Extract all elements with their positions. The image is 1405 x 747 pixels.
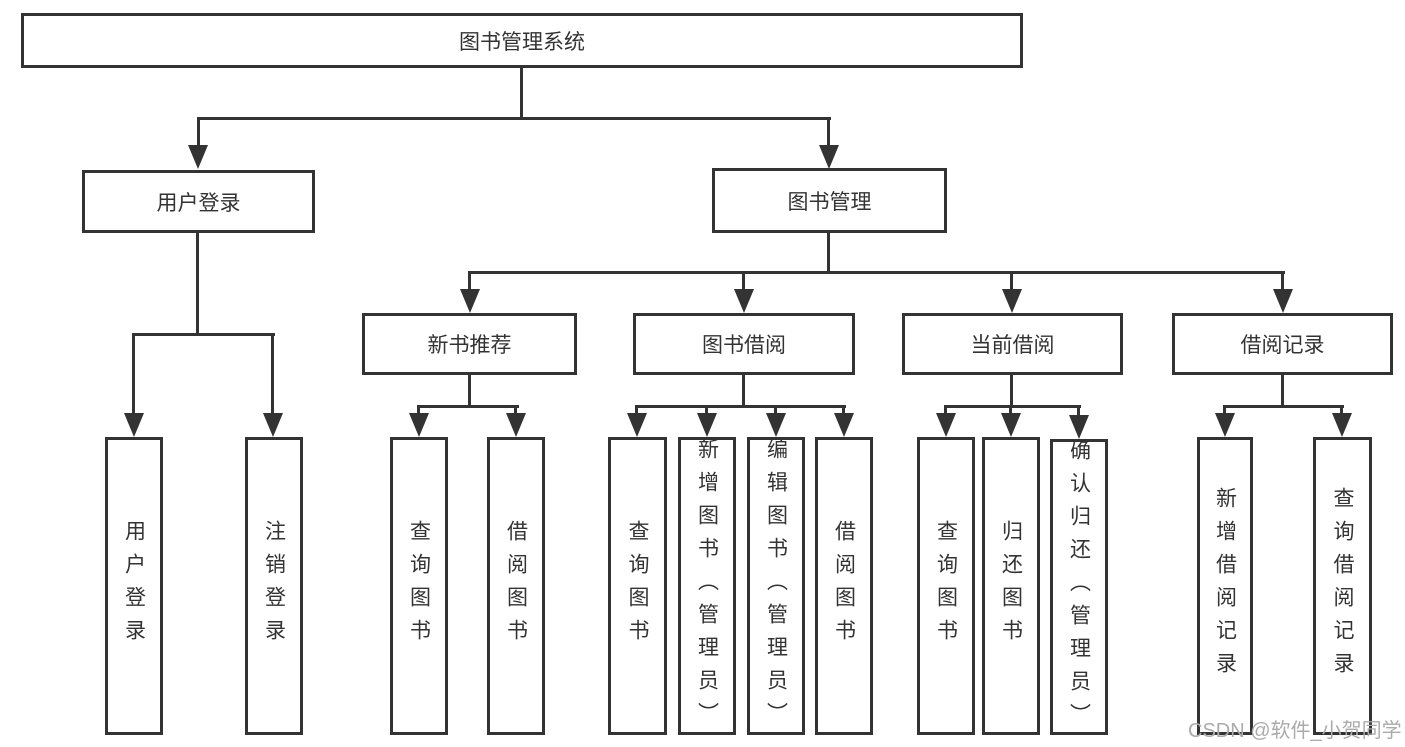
node-book-management: 图书管理	[712, 168, 947, 233]
leaf-query-books-2: 查询图书	[608, 437, 667, 735]
leaf-logout: 注销登录	[245, 437, 303, 735]
leaf-user-login: 用户登录	[105, 437, 163, 735]
connector	[1009, 405, 1012, 418]
node-label: 用户登录	[156, 191, 241, 215]
node-label: 确认归还（管理员）	[1067, 438, 1091, 736]
node-label: 编辑图书（管理员）	[764, 437, 788, 735]
connector	[635, 405, 638, 418]
leaf-query-books-1: 查询图书	[390, 437, 448, 735]
arrowhead-down-icon	[819, 145, 839, 169]
connector	[1223, 405, 1344, 408]
node-borrow-records: 借阅记录	[1172, 313, 1393, 375]
connector	[520, 68, 523, 118]
leaf-add-borrow-record: 新增借阅记录	[1197, 437, 1253, 735]
node-label: 注销登录	[262, 520, 286, 652]
node-current-borrow: 当前借阅	[902, 313, 1123, 375]
leaf-query-borrow-record: 查询借阅记录	[1313, 437, 1372, 735]
connector	[132, 333, 135, 415]
node-label: 查询借阅记录	[1331, 487, 1354, 685]
leaf-query-books-3: 查询图书	[917, 437, 975, 735]
connector	[827, 117, 830, 149]
connector	[635, 405, 846, 408]
node-label: 新增图书（管理员）	[695, 437, 719, 735]
node-label: 新增借阅记录	[1213, 487, 1237, 685]
arrowhead-down-icon	[1002, 289, 1022, 313]
node-label: 当前借阅	[970, 334, 1055, 357]
leaf-add-books-admin: 新增图书（管理员）	[678, 437, 736, 735]
arrowhead-down-icon	[506, 413, 526, 437]
node-user-login: 用户登录	[82, 170, 315, 233]
connector	[197, 117, 831, 120]
connector	[1340, 405, 1343, 418]
connector	[271, 333, 274, 415]
connector	[1281, 375, 1284, 407]
arrowhead-down-icon	[697, 413, 717, 437]
arrowhead-down-icon	[834, 413, 854, 437]
node-label: 归还图书	[999, 520, 1023, 652]
node-label: 新书推荐	[427, 334, 512, 357]
node-label: 用户登录	[122, 520, 146, 652]
node-label: 查询图书	[407, 520, 431, 652]
connector	[1010, 375, 1013, 407]
leaf-edit-books-admin: 编辑图书（管理员）	[747, 437, 805, 735]
connector	[417, 405, 519, 408]
arrowhead-down-icon	[1273, 289, 1293, 313]
arrowhead-down-icon	[734, 289, 754, 313]
connector	[705, 405, 708, 418]
leaf-confirm-return-admin: 确认归还（管理员）	[1050, 438, 1108, 736]
arrowhead-down-icon	[627, 413, 647, 437]
node-label: 图书借阅	[702, 334, 786, 357]
arrowhead-down-icon	[766, 413, 786, 437]
leaf-borrow-books-1: 借阅图书	[487, 437, 545, 735]
arrowhead-down-icon	[936, 413, 956, 437]
leaf-return-books: 归还图书	[982, 437, 1040, 735]
arrowhead-down-icon	[460, 289, 480, 313]
connector	[742, 271, 745, 293]
arrowhead-down-icon	[124, 413, 144, 437]
connector	[132, 333, 275, 336]
connector	[469, 271, 1285, 274]
csdn-watermark: CSDN @软件_小贺同学	[1188, 720, 1402, 742]
arrowhead-down-icon	[1332, 413, 1352, 437]
arrowhead-down-icon	[1069, 415, 1089, 439]
node-label: 查询图书	[934, 520, 958, 652]
connector	[842, 405, 845, 418]
connector	[468, 271, 471, 293]
connector	[944, 405, 947, 418]
connector	[196, 233, 199, 335]
connector	[417, 405, 420, 418]
node-root: 图书管理系统	[21, 13, 1023, 68]
node-label: 借阅图书	[832, 520, 856, 652]
connector	[1281, 271, 1284, 293]
connector	[944, 405, 1081, 408]
arrowhead-down-icon	[1215, 413, 1235, 437]
node-root-label: 图书管理系统	[459, 30, 585, 54]
leaf-borrow-books-2: 借阅图书	[815, 437, 873, 735]
node-label: 借阅记录	[1240, 334, 1325, 357]
connector	[774, 405, 777, 418]
arrowhead-down-icon	[409, 413, 429, 437]
node-book-borrow: 图书借阅	[633, 313, 855, 375]
node-new-book-recommend: 新书推荐	[362, 313, 577, 375]
node-label: 借阅图书	[504, 520, 528, 652]
arrowhead-down-icon	[1001, 413, 1021, 437]
connector	[742, 375, 745, 407]
connector	[827, 233, 830, 273]
node-label: 图书管理	[787, 190, 872, 214]
arrowhead-down-icon	[263, 413, 283, 437]
connector	[1077, 405, 1080, 418]
node-label: 查询图书	[626, 520, 649, 652]
connector	[1010, 271, 1013, 293]
connector	[468, 375, 471, 407]
arrowhead-down-icon	[188, 145, 208, 169]
connector	[197, 117, 200, 149]
connector	[514, 405, 517, 418]
connector	[1223, 405, 1226, 418]
